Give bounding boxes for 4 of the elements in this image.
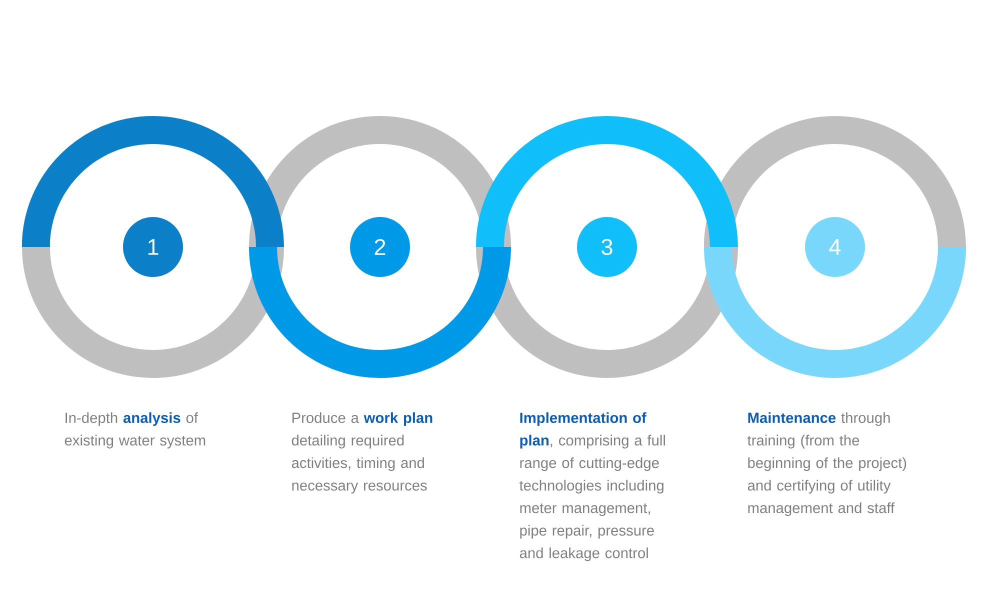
description-text: Produce a work plan detailing required activities, timing and necessary resources: [292, 412, 432, 494]
description-text: Maintenance through training (from the beginning of the project) and certifying of utility management and staff: [748, 412, 906, 516]
description-text: In-depth analysis of existing water system: [64, 412, 206, 448]
description-text: Implementation of plan, comprising a full range of cutting-edge technologies including meter management, pipe repair, pressure and leakage control: [520, 412, 665, 562]
